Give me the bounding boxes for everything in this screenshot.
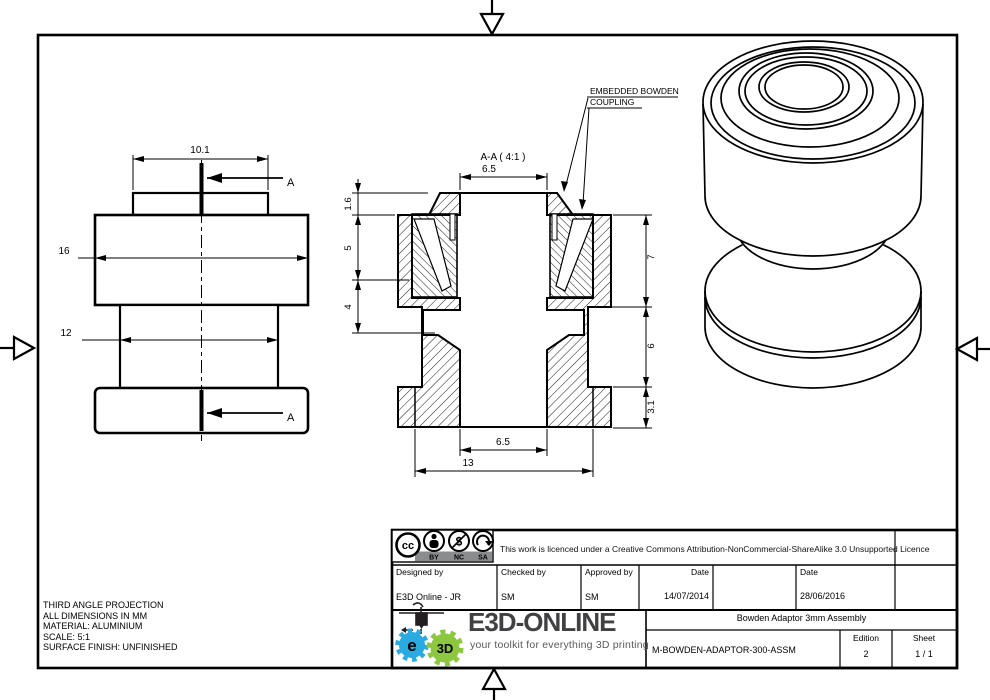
designed-by-value: E3D Online - JR — [396, 592, 462, 602]
dim-label-bore-top: 6.5 — [482, 164, 496, 175]
dim-label-pocket: 5 — [343, 245, 354, 250]
dim-label-13: 13 — [462, 458, 474, 469]
sheet-label: Sheet — [912, 633, 936, 643]
section-letter-bottom: A — [287, 412, 295, 424]
dim-label-bore-bottom: 6.5 — [496, 437, 510, 448]
note-scale: SCALE: 5:1 — [43, 631, 91, 642]
cc-nc-label: NC — [454, 555, 464, 562]
callout-line2: COUPLING — [590, 97, 634, 107]
date2-label: Date — [800, 567, 818, 577]
section-title: A-A ( 4:1 ) — [480, 152, 525, 163]
license-text: This work is licenced under a Creative C… — [500, 544, 930, 554]
note-material: MATERIAL: ALUMINIUM — [43, 621, 143, 632]
checked-by-value: SM — [501, 592, 515, 602]
svg-text:e: e — [407, 636, 416, 655]
designed-by-label: Designed by — [396, 567, 444, 577]
edition-value: 2 — [863, 649, 869, 659]
printer-icon — [399, 602, 444, 637]
dim-bore-bottom — [459, 429, 548, 456]
title-block-grid — [390, 528, 959, 670]
e3d-tagline: your toolkit for everything 3D printing — [470, 639, 649, 651]
cc-nc-icon: $ — [448, 530, 470, 552]
dim-chain-left — [352, 179, 435, 334]
cc-sa-label: SA — [478, 555, 488, 562]
note-projection: THIRD ANGLE PROJECTION — [43, 600, 164, 610]
svg-text:cc: cc — [402, 540, 414, 552]
e3d-brand-text: E3D-ONLINE — [468, 607, 616, 637]
dim-flange-width — [414, 429, 594, 477]
approved-by-value: SM — [585, 592, 599, 602]
bowden-coupling-right — [549, 213, 594, 298]
section-letter-top: A — [287, 177, 295, 189]
dim-label-right-flange: 3.1 — [646, 400, 657, 413]
cc-by-label: BY — [429, 555, 439, 562]
date1-label: Date — [691, 567, 709, 577]
drawing-title: Bowden Adaptor 3mm Assembly — [736, 613, 867, 623]
cc-license-badge: cc $ BY NC SA — [391, 529, 494, 563]
gear-e-icon: e — [395, 628, 429, 662]
dim-label-12: 12 — [60, 328, 72, 339]
cc-sa-icon — [472, 530, 494, 552]
note-dimensions: ALL DIMENSIONS IN MM — [43, 610, 148, 621]
edition-label: Edition — [853, 633, 879, 643]
cc-icon: cc — [395, 532, 421, 558]
section-view: A-A ( 4:1 ) 6.5 1.6 5 4 — [343, 86, 679, 477]
dim-label-16: 16 — [58, 246, 70, 257]
coupling-callout: EMBEDDED BOWDEN COUPLING — [561, 86, 679, 210]
dim-label-right-mid: 6 — [646, 343, 657, 348]
drawing-notes: THIRD ANGLE PROJECTION ALL DIMENSIONS IN… — [43, 600, 178, 653]
front-view: A A 10.1 16 12 — [58, 145, 310, 441]
checked-by-label: Checked by — [501, 567, 546, 577]
sheet-value: 1 / 1 — [915, 649, 933, 659]
dim-chain-right — [590, 214, 652, 429]
dim-label-right-upper: 7 — [646, 254, 657, 259]
bowden-coupling-left — [411, 213, 458, 298]
dim-waist-width — [82, 337, 278, 343]
isometric-view — [702, 40, 924, 389]
approved-by-label: Approved by — [585, 567, 633, 577]
cc-by-icon — [423, 530, 445, 552]
part-number: M-BOWDEN-ADAPTOR-300-ASSM — [652, 645, 796, 655]
dim-label-10-1: 10.1 — [190, 145, 210, 156]
date2-value: 28/06/2016 — [800, 591, 846, 601]
dim-bore-top — [459, 173, 548, 190]
e3d-logo-graphic: e 3D — [395, 602, 464, 667]
dim-top-width — [132, 155, 269, 190]
section-arrow-bottom: A — [207, 408, 295, 424]
dim-body-width — [78, 255, 308, 261]
date1-value: 14/07/2014 — [663, 591, 709, 601]
section-arrow-top: A — [207, 173, 295, 189]
gear-3d-icon: 3D — [426, 629, 464, 667]
note-surface: SURFACE FINISH: UNFINISHED — [43, 642, 178, 653]
dim-label-mid: 4 — [343, 304, 354, 309]
callout-line1: EMBEDDED BOWDEN — [590, 86, 679, 96]
svg-text:3D: 3D — [437, 641, 454, 656]
dim-label-lip: 1.6 — [343, 197, 354, 210]
